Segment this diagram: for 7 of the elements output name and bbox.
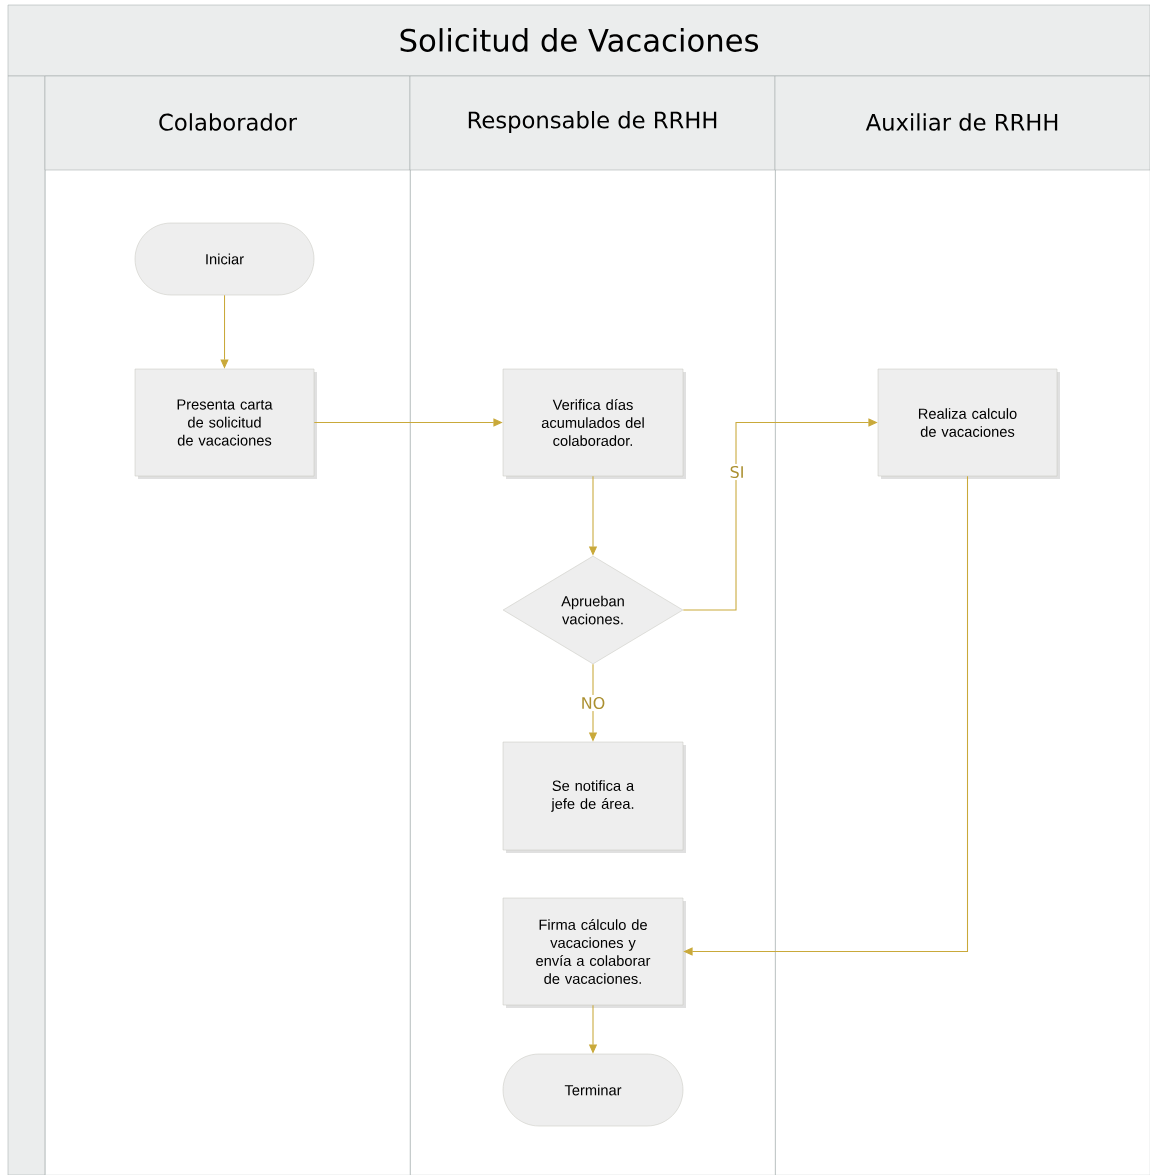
process-box: Se notifica a jefe de área. [502, 741, 686, 853]
process-box: Realiza calculo de vacaciones [877, 368, 1060, 479]
process-box: Presenta carta de solicitud de vacaciones [134, 368, 317, 479]
edge-label: NO [578, 694, 608, 712]
edge-label: SI [727, 463, 747, 481]
process-box: Firma cálculo de vacaciones y envía a colaborar de vacaciones. [502, 897, 686, 1008]
process-box: Verifica días acumulados del colaborador. [502, 368, 686, 479]
